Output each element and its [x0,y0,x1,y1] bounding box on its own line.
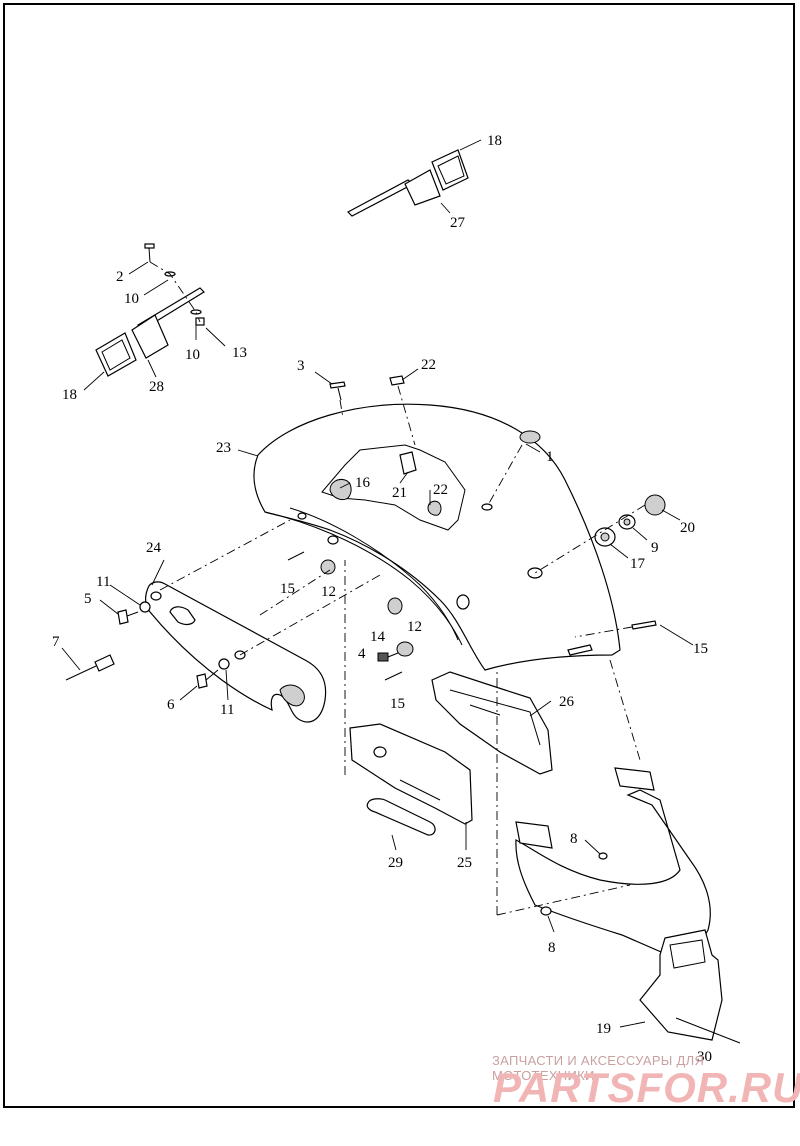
part-fender-extension [515,767,711,959]
part-22-clip-upper [389,375,405,386]
callout-12-lower: 12 [407,619,422,635]
leader-lines [61,139,694,1028]
part-23-rear-fender [253,403,621,671]
callout-6: 6 [167,697,175,713]
callout-9: 9 [651,540,659,556]
part-7-stud [65,654,115,681]
part-1-plug [519,430,541,444]
callout-2: 2 [116,269,124,285]
callout-12-upper: 12 [321,584,336,600]
part-29-pad [366,798,436,836]
diagram-frame [3,3,795,1108]
callout-14: 14 [370,629,386,645]
callout-23: 23 [216,440,231,456]
part-4-screw [377,652,399,662]
callout-28: 28 [149,379,164,395]
callout-1: 1 [546,449,554,465]
callout-4: 4 [358,646,366,662]
callout-10-upper: 10 [124,291,139,307]
callout-29: 29 [388,855,403,871]
callout-11-upper: 11 [96,574,110,590]
callout-25: 25 [457,855,472,871]
callout-8-upper: 8 [570,831,578,847]
part-17-washer [594,527,616,547]
callout-3: 3 [297,358,305,374]
part-18-reflector-upper [431,149,469,191]
part-12-grommet-lower [387,597,403,615]
callout-7: 7 [52,634,60,650]
part-2-screw [144,243,155,263]
callout-22-upper: 22 [421,357,436,373]
part-30-wire [675,1017,741,1044]
callout-15-upper: 15 [280,581,295,597]
part-27-bracket [347,169,441,217]
part-11-washer-upper [139,601,151,613]
part-25-bracket [349,723,473,825]
part-15-pin-lower [384,671,403,681]
callout-24: 24 [146,540,162,556]
callout-18-upper: 18 [487,133,502,149]
watermark-tagline: ЗАПЧАСТИ И АКСЕССУАРЫ ДЛЯ МОТОТЕХНИКИ [492,1053,705,1083]
part-15-pin-upper [287,551,305,561]
part-20-cap [644,494,666,516]
part-19-license-bracket [639,929,723,1041]
part-10-washer-lower [190,309,202,315]
part-15-pin-right [631,620,657,630]
callout-labels: 18 27 2 10 10 13 18 28 3 22 1 23 16 21 2… [52,133,712,1065]
callout-13: 13 [232,345,247,361]
callout-15-right: 15 [693,641,708,657]
callout-26: 26 [559,694,575,710]
callout-22-lower: 22 [433,482,448,498]
callout-27: 27 [450,215,466,231]
part-26-bracket [431,671,553,775]
part-24-side-bracket [145,581,327,723]
part-5-screw [117,609,139,625]
watermark-logo: PARTSFOR.RU [493,1064,800,1111]
callout-10-lower: 10 [185,347,200,363]
part-12-grommet-upper [320,559,336,575]
callout-21: 21 [392,485,407,501]
callout-8-lower: 8 [548,940,556,956]
callout-16: 16 [355,475,371,491]
callout-15-lower: 15 [390,696,405,712]
part-3-screw [329,381,346,401]
part-14-nut [396,641,414,657]
part-11-washer-lower [218,658,230,670]
part-18-reflector-lower [95,332,137,377]
part-28-bracket [131,287,205,359]
part-6-screw [196,669,219,689]
callout-20: 20 [680,520,695,536]
callout-19: 19 [596,1021,611,1037]
callout-11-lower: 11 [220,702,234,718]
callout-18-lower: 18 [62,387,77,403]
callout-30: 30 [697,1049,712,1065]
callout-5: 5 [84,591,92,607]
part-9-washer [618,514,636,530]
callout-17: 17 [630,556,646,572]
